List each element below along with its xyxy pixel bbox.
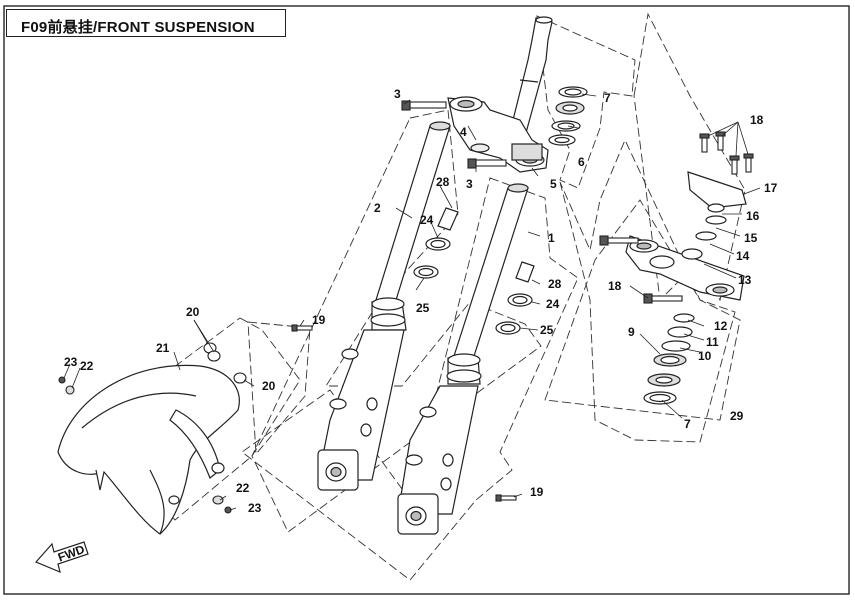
left-fork-leg <box>317 121 451 491</box>
callout-20: 20 <box>186 305 200 319</box>
callout-23: 23 <box>248 501 262 515</box>
group-outline-fender-bracket <box>247 321 311 456</box>
callout-22: 22 <box>80 359 94 373</box>
callout-14: 14 <box>736 249 750 263</box>
callout-4: 4 <box>460 125 467 139</box>
callout-7: 7 <box>684 417 691 431</box>
outer-frame <box>3 5 850 595</box>
callout-18: 18 <box>608 279 622 293</box>
lower-bearings <box>643 313 695 405</box>
callout-12: 12 <box>714 319 728 333</box>
callout-3: 3 <box>466 177 473 191</box>
callout-28: 28 <box>548 277 562 291</box>
lower-bracket <box>447 96 549 173</box>
title-box: F09前悬挂/FRONT SUSPENSION <box>6 9 286 37</box>
upper-triple-clamp <box>625 171 747 301</box>
left-seals <box>413 207 459 279</box>
callout-17: 17 <box>764 181 778 195</box>
callout-6: 6 <box>578 155 585 169</box>
callout-24: 24 <box>420 213 434 227</box>
callout-13: 13 <box>738 273 752 287</box>
bolts-3 <box>401 100 507 169</box>
right-fork-leg <box>397 183 529 535</box>
callout-16: 16 <box>746 209 760 223</box>
group-outline-left-fork <box>251 109 542 533</box>
page-title: F09前悬挂/FRONT SUSPENSION <box>21 19 255 36</box>
callout-25: 25 <box>540 323 554 337</box>
callout-3: 3 <box>394 87 401 101</box>
callout-25: 25 <box>416 301 430 315</box>
right-seals <box>495 261 535 335</box>
group-outline-stem <box>536 15 636 189</box>
callout-21: 21 <box>156 341 170 355</box>
callout-23: 23 <box>64 355 78 369</box>
group-outline-bearings <box>559 138 736 443</box>
callout-10: 10 <box>698 349 712 363</box>
callout-20: 20 <box>262 379 276 393</box>
callout-18: 18 <box>750 113 764 127</box>
callout-2: 2 <box>374 201 381 215</box>
callout-1: 1 <box>548 231 555 245</box>
fwd-label: FWD <box>56 542 87 565</box>
callout-15: 15 <box>744 231 758 245</box>
callout-labels: 1 2 3 3 4 5 6 7 7 9 10 11 12 13 14 15 16… <box>64 87 778 515</box>
callout-7: 7 <box>604 91 611 105</box>
group-outline-29 <box>544 199 741 421</box>
callout-28: 28 <box>436 175 450 189</box>
fender-fasteners <box>58 324 517 514</box>
top-bearings <box>548 86 588 146</box>
front-fender <box>57 364 240 535</box>
callout-19: 19 <box>530 485 544 499</box>
callout-5: 5 <box>550 177 557 191</box>
callout-24: 24 <box>546 297 560 311</box>
callout-9: 9 <box>628 325 635 339</box>
callout-29: 29 <box>730 409 744 423</box>
callout-19: 19 <box>312 313 326 327</box>
fwd-arrow-icon: FWD <box>34 541 89 574</box>
callout-22: 22 <box>236 481 250 495</box>
leader-lines <box>63 93 761 511</box>
bolts-18 <box>599 131 754 304</box>
callout-11: 11 <box>706 335 719 349</box>
